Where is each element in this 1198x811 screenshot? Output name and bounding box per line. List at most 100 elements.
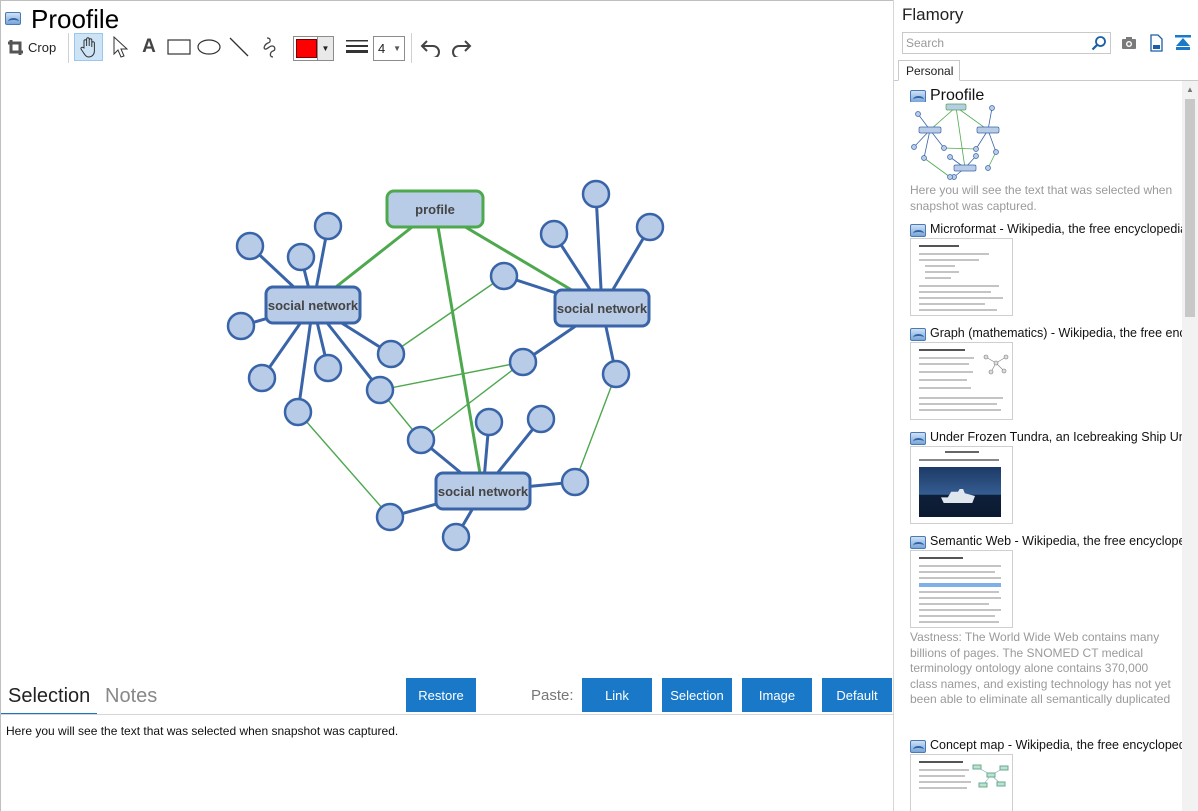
item-thumbnail xyxy=(910,238,1013,316)
leaf-node[interactable] xyxy=(526,404,556,434)
drawing-canvas[interactable]: profile social network social network socia… xyxy=(1,63,894,677)
leaf-node[interactable] xyxy=(635,212,665,242)
ellipse-icon xyxy=(197,39,221,55)
list-item[interactable]: Semantic Web - Wikipedia, the free encyc… xyxy=(910,533,1182,733)
search-input[interactable] xyxy=(903,33,1089,53)
tab-notes[interactable]: Notes xyxy=(105,685,158,707)
search-icon[interactable] xyxy=(1091,35,1107,51)
toolbar: Crop A xyxy=(1,33,894,63)
crop-icon xyxy=(8,39,23,55)
selection-text: Here you will see the text that was sele… xyxy=(6,724,399,738)
list-item[interactable]: Proofile xyxy=(910,87,1182,215)
chevron-up-icon[interactable]: ▲ xyxy=(1186,84,1194,94)
library-title: Flamory xyxy=(902,5,964,24)
pointer-icon xyxy=(113,36,128,58)
item-thumbnail xyxy=(910,550,1013,628)
network-node[interactable]: social network xyxy=(553,288,651,328)
redo-icon xyxy=(452,40,472,57)
network-node[interactable]: social network xyxy=(434,471,532,511)
item-thumbnail xyxy=(910,446,1013,524)
item-title: Semantic Web - Wikipedia, the free encyc… xyxy=(930,534,1182,548)
list-item[interactable]: Under Frozen Tundra, an Icebreaking Ship… xyxy=(910,429,1182,529)
document-icon[interactable] xyxy=(1147,34,1165,52)
item-description: Vastness: The World Wide Web contains ma… xyxy=(910,630,1171,706)
crop-button[interactable]: Crop xyxy=(7,33,59,61)
leaf-node[interactable] xyxy=(376,339,406,369)
list-item[interactable]: Microformat - Wikipedia, the free encycl… xyxy=(910,221,1182,321)
text-tool-button[interactable]: A xyxy=(136,33,162,61)
leaf-node[interactable] xyxy=(313,211,343,241)
network-label: social network xyxy=(557,301,648,316)
undo-button[interactable] xyxy=(417,33,445,61)
paste-default-button[interactable]: Default xyxy=(822,678,892,712)
leaf-node[interactable] xyxy=(283,397,313,427)
leaf-node[interactable] xyxy=(581,179,611,209)
ellipse-tool-button[interactable] xyxy=(195,33,223,61)
app-icon xyxy=(910,224,926,237)
leaf-node[interactable] xyxy=(601,359,631,389)
leaf-node[interactable] xyxy=(226,311,256,341)
cross-edge xyxy=(390,275,505,355)
camera-icon[interactable] xyxy=(1120,34,1138,52)
color-dropdown[interactable]: ▼ xyxy=(293,36,334,61)
bottom-tabs: Selection Notes xyxy=(1,679,894,715)
line-width-icon xyxy=(346,40,368,53)
paste-link-button[interactable]: Link xyxy=(582,678,652,712)
leaf-node[interactable] xyxy=(474,407,504,437)
leaf-node[interactable] xyxy=(560,467,590,497)
leaf-node[interactable] xyxy=(539,219,569,249)
scrollbar[interactable]: ▲ xyxy=(1182,81,1198,811)
hand-tool-button[interactable] xyxy=(74,33,103,61)
line-width-select[interactable]: 4 ▼ xyxy=(373,36,405,61)
leaf-node[interactable] xyxy=(406,425,436,455)
chevron-down-icon: ▼ xyxy=(393,44,401,53)
leaf-node[interactable] xyxy=(235,231,265,261)
divider xyxy=(894,80,1198,81)
hub-node[interactable]: profile xyxy=(385,189,485,229)
collapse-icon[interactable] xyxy=(1174,34,1192,52)
cross-edge xyxy=(297,411,391,518)
hub-edge xyxy=(433,208,485,492)
leaf-node[interactable] xyxy=(247,363,277,393)
leaf-node[interactable] xyxy=(286,242,316,272)
document-title: Proofile xyxy=(31,4,120,34)
graph-thumbnail-icon xyxy=(983,354,1009,375)
line-tool-button[interactable] xyxy=(225,33,253,61)
restore-button[interactable]: Restore xyxy=(406,678,476,712)
item-title: Under Frozen Tundra, an Icebreaking Ship… xyxy=(930,430,1182,444)
leaf-node[interactable] xyxy=(508,347,538,377)
network-node[interactable]: social network xyxy=(264,285,362,325)
paste-selection-button[interactable]: Selection xyxy=(662,678,732,712)
list-item[interactable]: Concept map - Wikipedia, the free encycl… xyxy=(910,737,1182,811)
cross-edge xyxy=(574,373,617,483)
editor-pane: Proofile Crop A xyxy=(0,0,894,811)
line-width-button[interactable] xyxy=(344,33,370,61)
leaf-node[interactable] xyxy=(365,375,395,405)
app-icon xyxy=(910,432,926,445)
leaf-node[interactable] xyxy=(489,261,519,291)
tab-selection[interactable]: Selection xyxy=(8,685,91,707)
item-thumbnail xyxy=(910,342,1013,420)
toolbar-separator xyxy=(68,33,69,63)
list-item[interactable]: Graph (mathematics) - Wikipedia, the fre… xyxy=(910,325,1182,425)
paste-image-button[interactable]: Image xyxy=(742,678,812,712)
item-title: Graph (mathematics) - Wikipedia, the fre… xyxy=(930,326,1182,340)
cross-edge xyxy=(379,361,524,391)
leaf-node[interactable] xyxy=(375,502,405,532)
network-node-box xyxy=(553,288,651,328)
leaf-node[interactable] xyxy=(441,522,471,552)
leaf-node[interactable] xyxy=(313,353,343,383)
paste-label: Paste: xyxy=(531,687,574,704)
cross-edge xyxy=(420,361,524,441)
rectangle-tool-button[interactable] xyxy=(165,33,193,61)
scrollbar-thumb[interactable] xyxy=(1185,99,1195,317)
freehand-tool-button[interactable] xyxy=(255,33,283,61)
pointer-tool-button[interactable] xyxy=(107,33,133,61)
diagram: profile social network social network socia… xyxy=(226,179,665,552)
redo-button[interactable] xyxy=(447,33,475,61)
item-thumbnail xyxy=(910,102,1003,180)
item-description: Here you will see the text that was sele… xyxy=(910,183,1173,213)
toolbar-separator xyxy=(411,33,412,63)
tab-personal[interactable]: Personal xyxy=(898,60,960,81)
line-width-value: 4 xyxy=(378,41,386,56)
